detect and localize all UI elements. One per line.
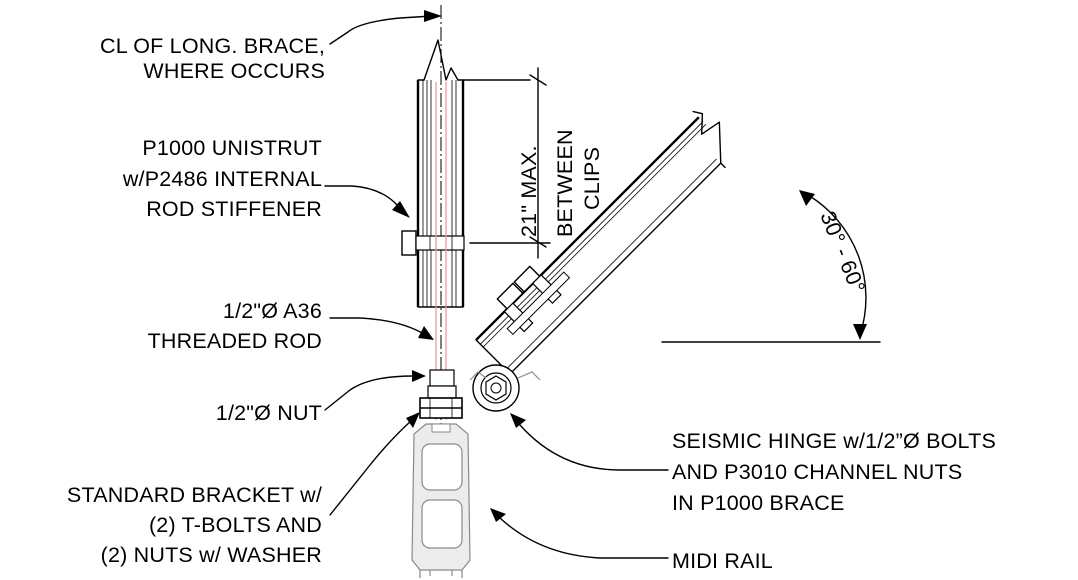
label-nut: 1/2"Ø NUT xyxy=(216,401,322,425)
label-cl-long-brace: CL OF LONG. BRACE, WHERE OCCURS xyxy=(100,34,325,83)
label-unistrut-line3: ROD STIFFENER xyxy=(146,197,322,221)
label-unistrut-line1: P1000 UNISTRUT xyxy=(142,136,322,160)
angle-text: 30° - 60° xyxy=(815,208,869,297)
unistrut-channel xyxy=(401,39,531,308)
label-hinge-line3: IN P1000 BRACE xyxy=(672,491,845,515)
label-hinge-line2: AND P3010 CHANNEL NUTS xyxy=(672,460,962,484)
leaders xyxy=(324,185,669,559)
dimension-text-between: BETWEEN xyxy=(553,129,577,237)
label-nut-text: 1/2"Ø NUT xyxy=(216,401,322,425)
cl-leader-arrowhead xyxy=(424,10,442,22)
label-rod-line2: THREADED ROD xyxy=(148,329,322,353)
angle-arrowhead-bottom xyxy=(853,324,867,340)
seismic-hinge xyxy=(469,364,541,412)
label-rod-line1: 1/2"Ø A36 xyxy=(223,299,322,323)
dimension-21in: 21" MAX. BETWEEN CLIPS xyxy=(469,67,604,259)
dimension-text-clips: CLIPS xyxy=(580,147,604,210)
label-midi-rail: MIDI RAIL xyxy=(672,549,773,573)
dimension-text: 21" MAX. xyxy=(517,145,541,237)
label-seismic-hinge: SEISMIC HINGE w/1/2”Ø BOLTS AND P3010 CH… xyxy=(672,429,996,515)
label-bracket-line1: STANDARD BRACKET w/ xyxy=(67,483,322,507)
label-cl-line2: WHERE OCCURS xyxy=(143,59,325,83)
label-cl-line1: CL OF LONG. BRACE, xyxy=(100,34,325,58)
label-unistrut-line2: w/P2486 INTERNAL xyxy=(122,167,322,191)
label-unistrut: P1000 UNISTRUT w/P2486 INTERNAL ROD STIF… xyxy=(122,136,322,221)
label-hinge-line1: SEISMIC HINGE w/1/2”Ø BOLTS xyxy=(672,429,996,453)
angle-arrowhead-top xyxy=(799,190,815,206)
label-midi-rail-text: MIDI RAIL xyxy=(672,549,773,573)
label-bracket-line2: (2) T-BOLTS AND xyxy=(149,513,322,537)
label-bracket-line3: (2) NUTS w/ WASHER xyxy=(101,543,322,567)
rod-clip xyxy=(415,235,465,251)
rod-nut-assembly xyxy=(419,369,463,419)
clip-knob xyxy=(401,230,417,256)
label-standard-bracket: STANDARD BRACKET w/ (2) T-BOLTS AND (2) … xyxy=(67,483,322,567)
threaded-rod xyxy=(435,82,447,420)
label-threaded-rod: 1/2"Ø A36 THREADED ROD xyxy=(148,299,322,353)
midi-rail xyxy=(411,423,471,578)
angle-indicator: 30° - 60° xyxy=(661,190,881,343)
diagonal-brace xyxy=(473,110,740,377)
